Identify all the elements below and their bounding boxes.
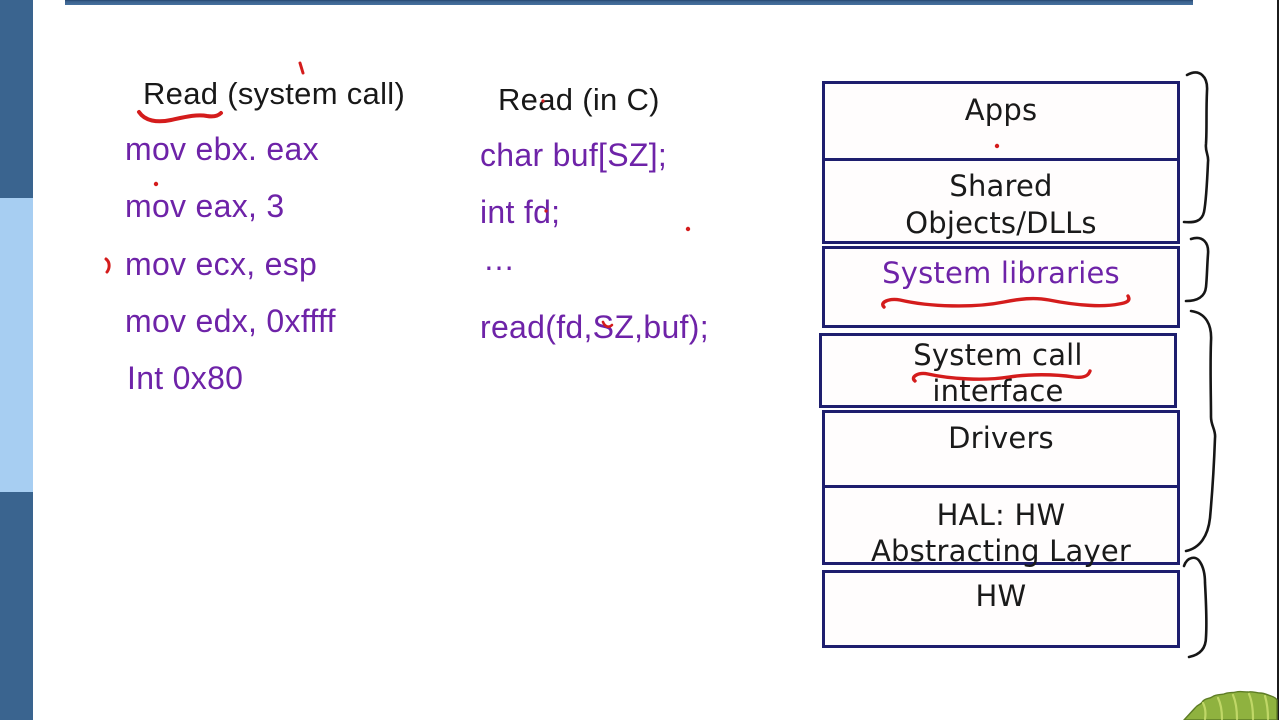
- asm-line: mov eax, 3: [125, 188, 285, 224]
- c-line: …: [483, 241, 516, 277]
- sidebar-strip-middle: [0, 198, 33, 492]
- red-underline-read-title-icon: [137, 110, 223, 124]
- layer-label: Shared Objects/DLLs: [905, 169, 1097, 240]
- stack-layer-hal: HAL: HW Abstracting Layer: [822, 485, 1180, 568]
- slide-top-bar: [65, 0, 1193, 5]
- c-line: int fd;: [480, 194, 561, 230]
- layer-label: HW: [975, 579, 1027, 613]
- asm-line: mov ebx. eax: [125, 131, 319, 167]
- leaf-icon: [1183, 690, 1278, 720]
- red-dot-floating-icon: [685, 226, 691, 232]
- brace-hw-icon: [1182, 556, 1208, 659]
- brace-kernel-layers-icon: [1184, 309, 1217, 553]
- asm-column-title: Read (system call): [143, 76, 406, 111]
- asm-line: mov ecx, esp: [125, 246, 318, 282]
- c-line: read(fd,SZ,buf);: [480, 309, 709, 345]
- red-tick-above-system-icon: [298, 61, 305, 75]
- frame-right-edge: [1277, 0, 1279, 720]
- layer-label: System libraries: [882, 256, 1120, 290]
- asm-line: Int 0x80: [127, 360, 244, 396]
- stack-layer-system-libraries: System libraries: [822, 246, 1180, 328]
- c-line: char buf[SZ];: [480, 137, 668, 173]
- layer-label: HAL: HW Abstracting Layer: [870, 498, 1132, 568]
- sidebar-strip-top: [0, 0, 33, 198]
- brace-apps-shared-icon: [1182, 71, 1210, 224]
- stack-layer-shared-objects: Shared Objects/DLLs: [822, 158, 1180, 244]
- brace-system-libraries-icon: [1184, 236, 1210, 303]
- asm-line: mov edx, 0xffff: [125, 303, 336, 339]
- layer-label: Apps: [964, 93, 1038, 127]
- sidebar-strip-bottom: [0, 492, 33, 720]
- red-comma-mov-ecx-icon: [104, 257, 111, 274]
- stack-layer-drivers: Drivers: [822, 410, 1180, 488]
- stack-layer-hw: HW: [822, 570, 1180, 648]
- stack-layer-apps: Apps: [822, 81, 1180, 161]
- red-dot-left-column-icon: [153, 181, 159, 187]
- stack-layer-system-call-interface: System call interface: [819, 333, 1177, 408]
- c-column-title: Read (in C): [498, 82, 660, 117]
- layer-label: Drivers: [948, 421, 1054, 455]
- layer-label: System call interface: [913, 338, 1083, 408]
